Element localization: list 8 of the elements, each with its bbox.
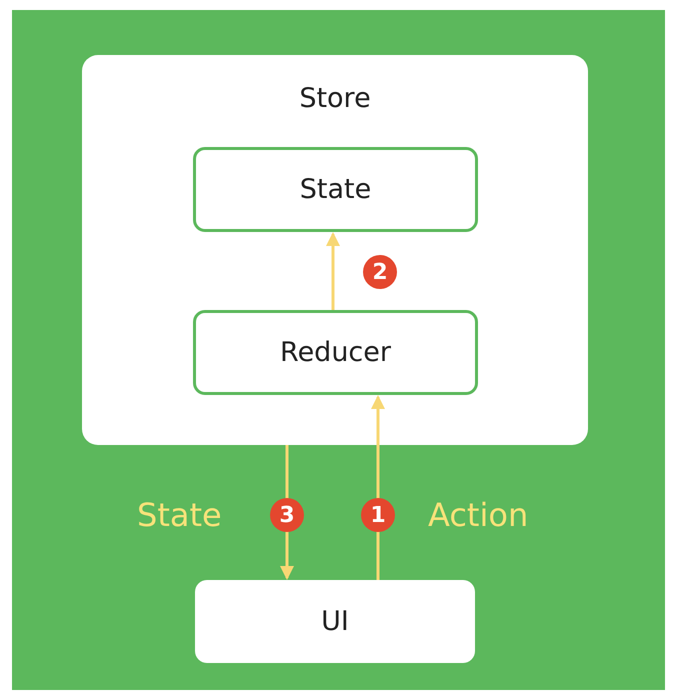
flow-label: Action bbox=[428, 496, 528, 534]
process-box: Reducer bbox=[193, 310, 478, 395]
flow-label: State bbox=[137, 496, 222, 534]
process-box: State bbox=[193, 147, 478, 232]
arrow bbox=[326, 232, 340, 310]
container-box bbox=[82, 55, 588, 445]
container-title: Store bbox=[298, 83, 372, 114]
process-box: UI bbox=[195, 580, 475, 663]
